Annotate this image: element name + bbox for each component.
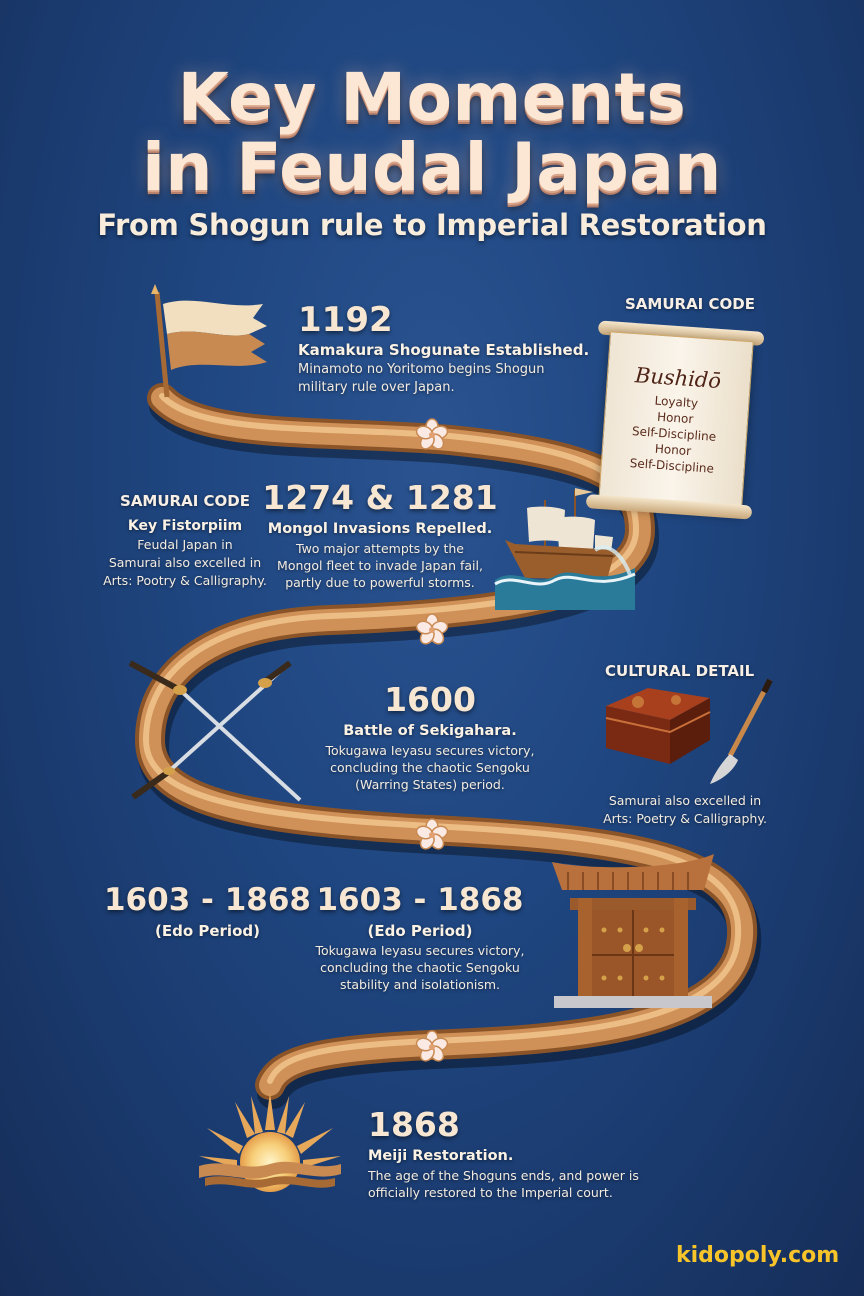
sakura-marker-3 — [415, 818, 449, 856]
event-1600-description-2: concluding the chaotic Sengoku — [330, 760, 530, 775]
event-1868-heading: Meiji Restoration. — [368, 1148, 514, 1164]
event-1600-description-1: Tokugawa Ieyasu secures victory, — [325, 743, 535, 758]
sakura-icon — [415, 1030, 449, 1062]
event-edo-description-1: Tokugawa Ieyasu secures victory, — [315, 943, 525, 958]
cultural-detail-line-2: Arts: Poetry & Calligraphy. — [603, 811, 767, 826]
sakura-icon — [415, 818, 449, 850]
event-1274-description-3: partly due to powerful storms. — [285, 575, 475, 590]
event-1274-year: 1274 & 1281 — [262, 478, 498, 517]
lacquer-box-and-brush-icon — [605, 678, 773, 784]
samurai-code-left-label: SAMURAI CODE — [120, 492, 250, 510]
event-edo-description-2: concluding the chaotic Sengoku — [320, 960, 520, 975]
event-1192-year: 1192 — [298, 300, 393, 340]
event-1274-heading: Mongol Invasions Repelled. — [267, 521, 493, 537]
event-1274-description-1: Two major attempts by the — [296, 541, 464, 556]
sakura-icon — [415, 418, 449, 450]
event-1868-description-1: The age of the Shoguns ends, and power i… — [368, 1168, 639, 1183]
samurai-code-left-line-3: Samurai also excelled in — [108, 555, 262, 570]
event-1192-heading: Kamakura Shogunate Established. — [298, 341, 590, 359]
samurai-code-left-heading: Key Fistorpiim — [127, 518, 243, 534]
page-subtitle: From Shogun rule to Imperial Restoration — [97, 208, 767, 242]
sailing-ship-waves-icon — [494, 488, 636, 610]
rising-sun-icon — [199, 1092, 341, 1192]
event-1600-description-3: (Warring States) period. — [355, 777, 505, 792]
page-title-line-2: in Feudal Japan — [142, 129, 722, 206]
page-title-line-1: Key Moments — [177, 59, 687, 136]
event-edo-year: 1603 - 1868 — [316, 882, 524, 918]
edo-side-heading: (Edo Period) — [155, 922, 260, 940]
samurai-code-scroll-label: SAMURAI CODE — [625, 295, 755, 313]
wooden-gate-icon — [552, 854, 714, 1008]
war-banner-flag-icon — [151, 284, 267, 398]
samurai-code-left-line-4: Arts: Pootry & Calligraphy. — [103, 573, 267, 588]
crossed-katanas-icon — [128, 660, 302, 802]
event-1192-description-1: Minamoto no Yoritomo begins Shogun — [298, 362, 545, 377]
event-1192-description-2: military rule over Japan. — [298, 380, 455, 395]
event-edo-heading: (Edo Period) — [367, 922, 473, 940]
event-edo-description-3: stability and isolationism. — [339, 977, 501, 992]
samurai-code-left-line-2: Feudal Japan in — [137, 537, 233, 552]
event-1600-heading: Battle of Sekigahara. — [343, 723, 517, 739]
sakura-marker-2 — [415, 613, 449, 651]
event-1274-description-2: Mongol fleet to invade Japan fail, — [277, 558, 483, 573]
edo-side-year: 1603 - 1868 — [103, 882, 311, 918]
event-1600-year: 1600 — [384, 680, 476, 719]
sakura-marker-1 — [415, 418, 449, 456]
sakura-marker-4 — [415, 1030, 449, 1068]
brand-link[interactable]: kidopoly.com — [676, 1243, 840, 1268]
cultural-detail-line-1: Samurai also excelled in — [608, 793, 762, 808]
event-1868-year: 1868 — [368, 1105, 460, 1144]
event-1868-description-2: officially restored to the Imperial cour… — [368, 1185, 613, 1200]
sakura-icon — [415, 613, 449, 645]
cultural-detail-label: CULTURAL DETAIL — [605, 662, 755, 680]
